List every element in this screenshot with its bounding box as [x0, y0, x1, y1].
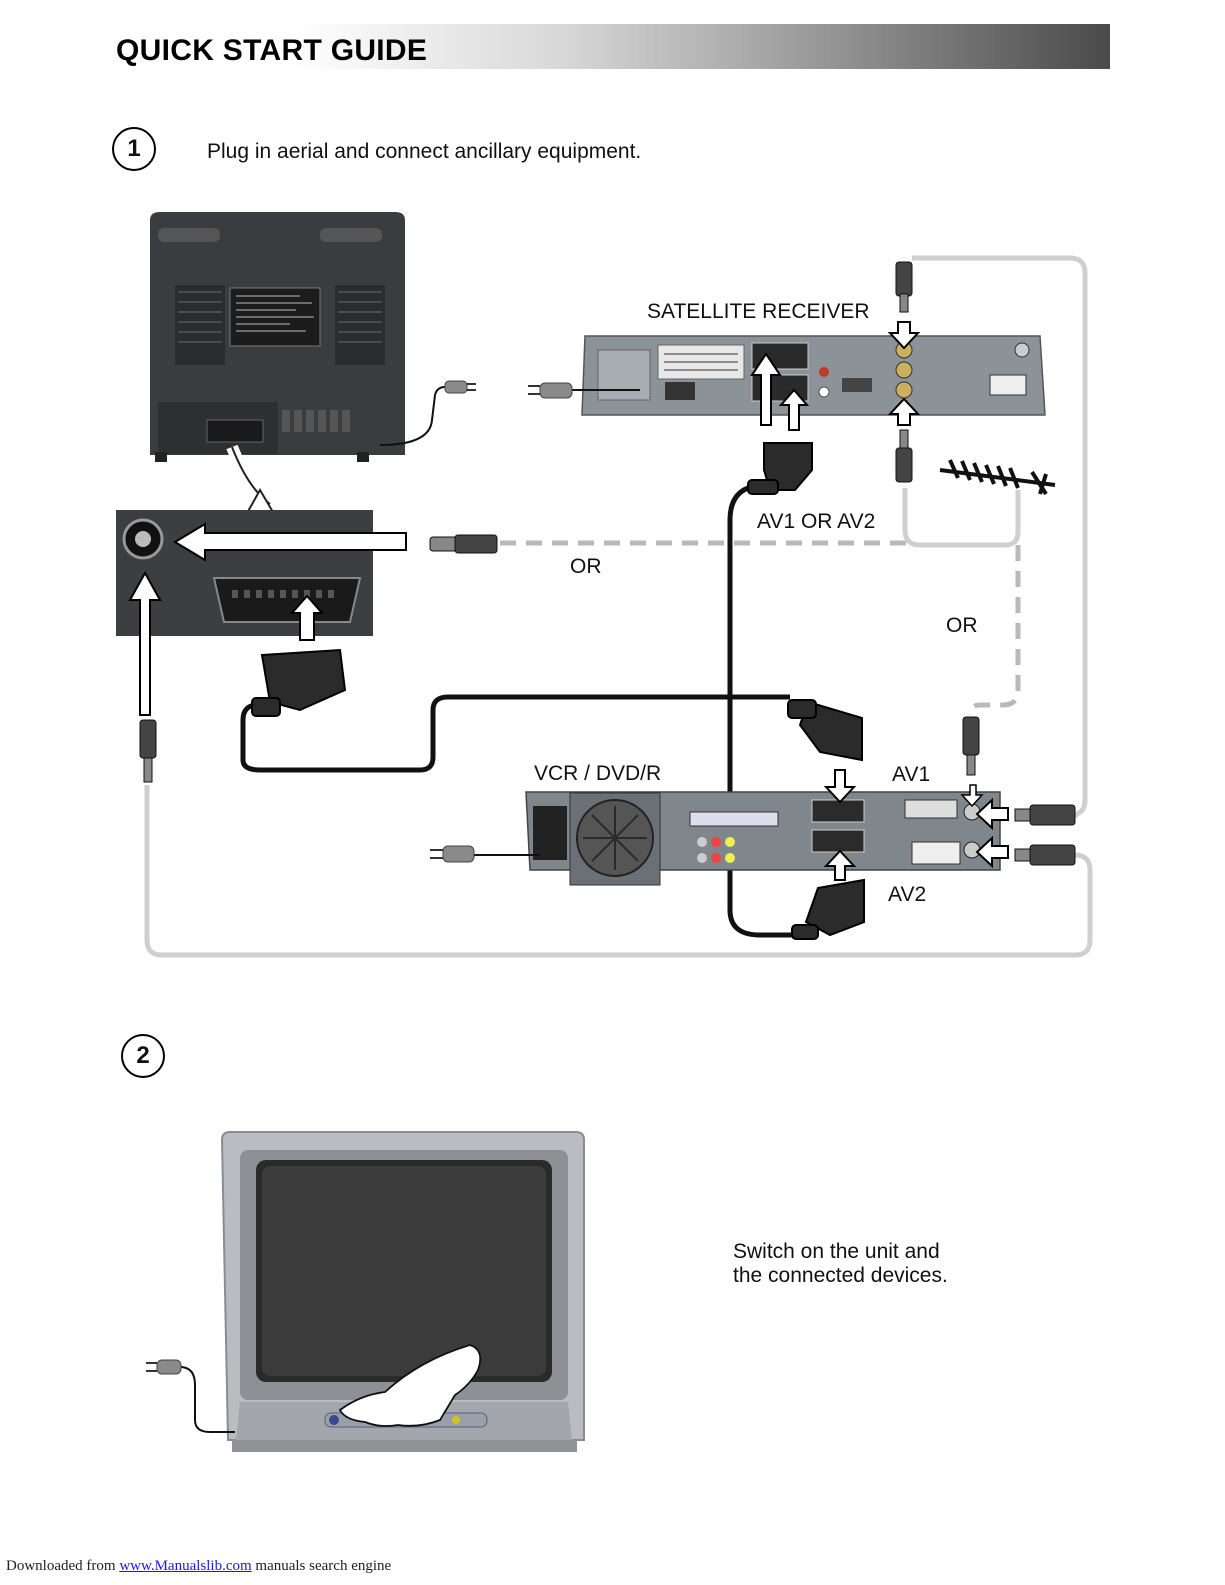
recorder-label: VCR / DVD/R	[534, 762, 661, 785]
av-choice-label: AV1 OR AV2	[757, 510, 875, 533]
satellite-receiver-label: SATELLITE RECEIVER	[647, 300, 870, 323]
manualslib-link[interactable]: www.Manualslib.com	[119, 1558, 251, 1574]
av2-label: AV2	[888, 883, 926, 906]
power-plug-icon	[430, 846, 474, 862]
aerial-icon	[940, 460, 1055, 494]
step-2-instruction-line-2: the connected devices.	[733, 1264, 948, 1288]
power-plug-icon	[445, 381, 476, 393]
av1-label: AV1	[892, 763, 930, 786]
power-plug-icon	[146, 1360, 181, 1374]
tv-rear-illustration	[150, 212, 405, 462]
step-2-badge: 2	[121, 1034, 165, 1078]
step-2-instruction-line-1: Switch on the unit and	[733, 1240, 940, 1264]
or-label: OR	[946, 614, 978, 637]
tv-socket-closeup	[116, 510, 373, 636]
or-label: OR	[570, 555, 602, 578]
power-plug-icon	[528, 383, 572, 398]
footer-prefix: Downloaded from	[6, 1558, 119, 1574]
footer: Downloaded from www.Manualslib.com manua…	[6, 1558, 391, 1575]
footer-suffix: manuals search engine	[252, 1558, 392, 1574]
recorder-illustration	[526, 792, 1000, 885]
arrow-up-icon	[130, 573, 160, 715]
satellite-receiver-illustration	[582, 336, 1045, 415]
